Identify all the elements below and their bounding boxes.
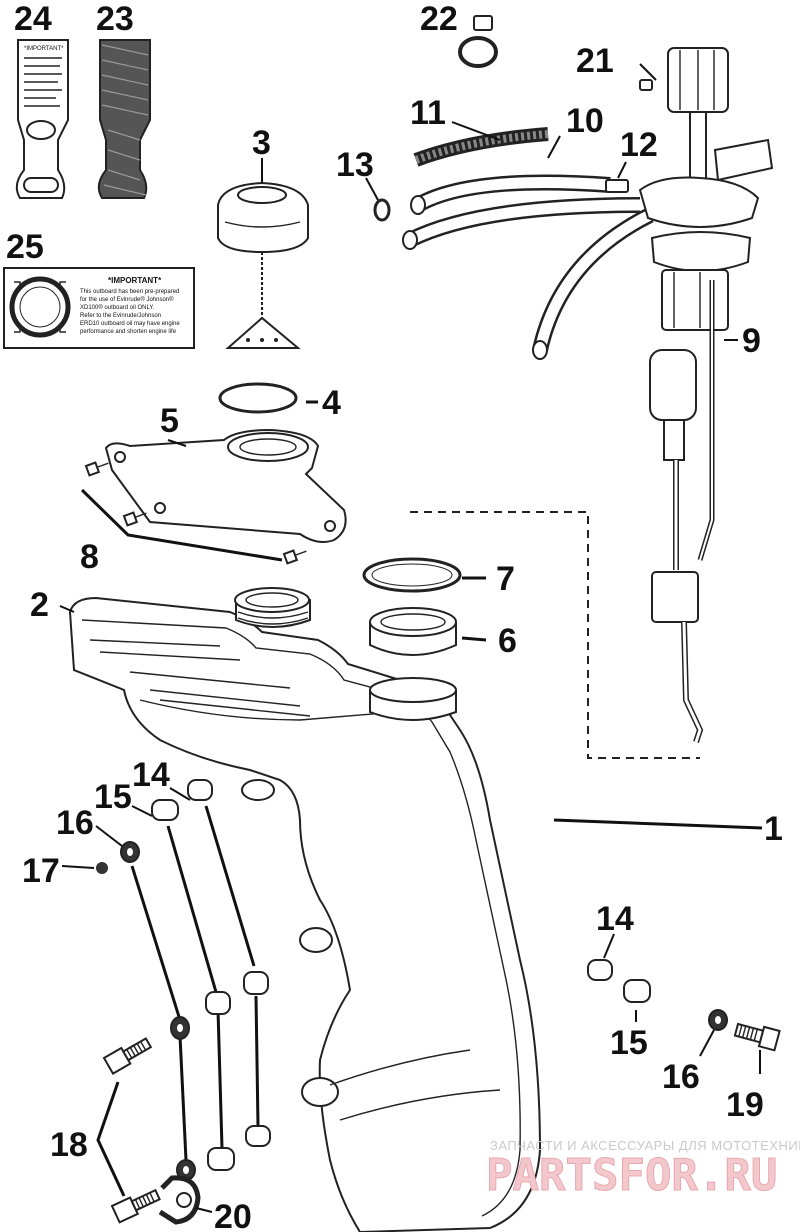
callout-19: 19 [726, 1086, 764, 1124]
braided-sleeve [413, 127, 549, 167]
watermark: ЗАПЧАСТИ И АКСЕССУАРЫ ДЛЯ МОТОТЕХНИКИ PA… [486, 1138, 800, 1202]
callout-15: 15 [94, 778, 132, 816]
callout-7: 7 [496, 560, 515, 598]
callouts: 1 2 3 4 5 6 7 8 9 10 11 12 13 14 15 16 1… [6, 0, 783, 1232]
callout-4: 4 [322, 384, 341, 422]
callout-25: 25 [6, 228, 44, 266]
clamp-22 [458, 15, 498, 68]
fitting-12 [605, 179, 629, 193]
decal-25-line-4: Refer to the Evinrude/Johnson [80, 313, 161, 319]
filler-cap [217, 181, 309, 349]
decal-25-line-2: for the use of Evinrude® Johnson® [80, 296, 174, 303]
decal-25-line-1: This outboard has been pre-prepared [80, 289, 179, 295]
callout-15-right: 15 [610, 1024, 648, 1062]
callout-12: 12 [620, 126, 658, 164]
decal-25-line-6: performance and shorten engine life [80, 329, 177, 335]
callout-18: 18 [50, 1126, 88, 1164]
clip-20 [158, 1175, 201, 1225]
callout-17: 17 [22, 852, 60, 890]
decal-24-heading: *IMPORTANT* [24, 46, 64, 52]
callout-21: 21 [576, 42, 614, 80]
callout-11: 11 [410, 94, 446, 132]
fuel-tank [68, 587, 542, 1232]
adapter-6 [369, 607, 457, 656]
callout-14: 14 [132, 756, 170, 794]
leader-lines [59, 63, 763, 1213]
callout-6: 6 [498, 622, 517, 660]
watermark-brand: PARTSFOR.RU [486, 1150, 777, 1201]
callout-14-right: 14 [596, 900, 634, 938]
fuel-hoses [402, 174, 654, 360]
hardware-left [96, 779, 271, 1181]
screws-8 [80, 461, 307, 565]
decal-23 [97, 39, 151, 199]
callout-10: 10 [566, 102, 604, 140]
watermark-tagline: ЗАПЧАСТИ И АКСЕССУАРЫ ДЛЯ МОТОТЕХНИКИ [490, 1138, 800, 1153]
callout-1: 1 [764, 810, 783, 848]
o-ring-4 [218, 382, 298, 414]
callout-8: 8 [80, 538, 99, 576]
mounting-plate [104, 428, 347, 543]
decal-25: *IMPORTANT* This outboard has been pre-p… [3, 267, 195, 349]
callout-23: 23 [96, 0, 134, 38]
callout-13: 13 [336, 146, 374, 184]
callout-24: 24 [14, 0, 52, 38]
decal-25-line-5: ERD10 outboard oil may have engine [80, 321, 180, 327]
callout-5: 5 [160, 402, 179, 440]
gasket-7 [362, 557, 462, 593]
callout-16: 16 [56, 804, 94, 842]
callout-16-right: 16 [662, 1058, 700, 1096]
decal-25-heading: *IMPORTANT* [108, 276, 162, 285]
callout-2: 2 [30, 586, 49, 624]
clamp-13 [373, 198, 391, 222]
callout-20: 20 [214, 1198, 252, 1232]
callout-22: 22 [420, 0, 458, 38]
fuel-pickup-assembly [638, 47, 774, 743]
callout-9: 9 [742, 322, 761, 360]
callout-3: 3 [252, 124, 271, 162]
decal-24: *IMPORTANT* [15, 39, 69, 199]
bolts-18 [96, 1037, 161, 1224]
hardware-right [587, 959, 781, 1052]
nut-21 [639, 79, 653, 91]
decal-25-line-3: XD100® outboard oil ONLY. [80, 304, 155, 311]
group-bracket [410, 511, 700, 759]
